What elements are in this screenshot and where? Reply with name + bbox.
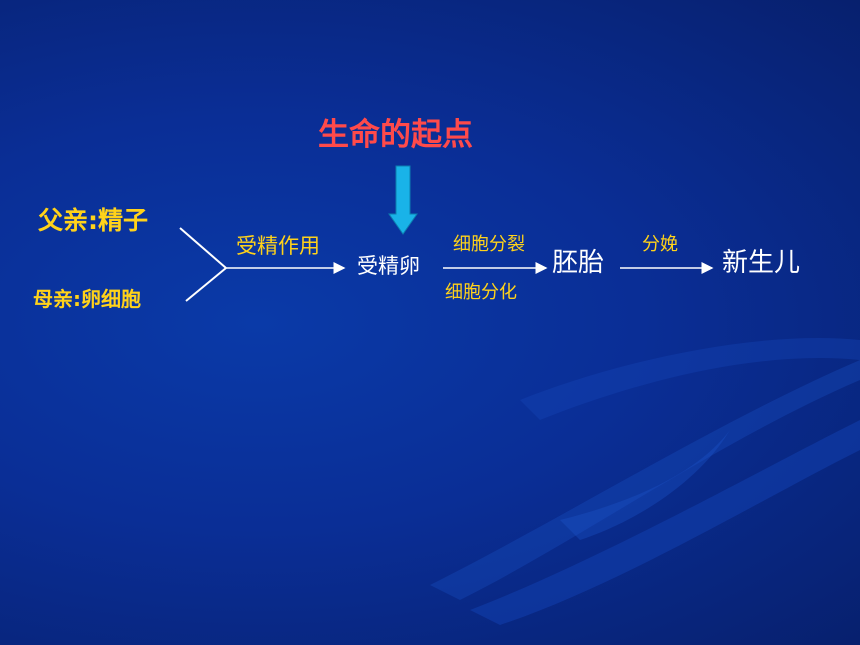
- zygote-label: 受精卵: [357, 254, 420, 278]
- newborn-label: 新生儿: [722, 248, 801, 278]
- birth-label: 分娩: [642, 234, 678, 255]
- father-branch-line: [179, 227, 227, 269]
- mother-egg-label: 母亲:卵细胞: [33, 287, 141, 311]
- father-sperm-label: 父亲:精子: [38, 206, 148, 235]
- mother-branch-line: [185, 267, 227, 302]
- fertilization-label: 受精作用: [236, 234, 320, 258]
- cell-differentiation-label: 细胞分化: [445, 282, 517, 303]
- cell-division-label: 细胞分裂: [453, 234, 525, 255]
- embryo-label: 胚胎: [552, 248, 605, 278]
- down-arrow-icon: [388, 165, 418, 235]
- diagram-title: 生命的起点: [318, 117, 473, 153]
